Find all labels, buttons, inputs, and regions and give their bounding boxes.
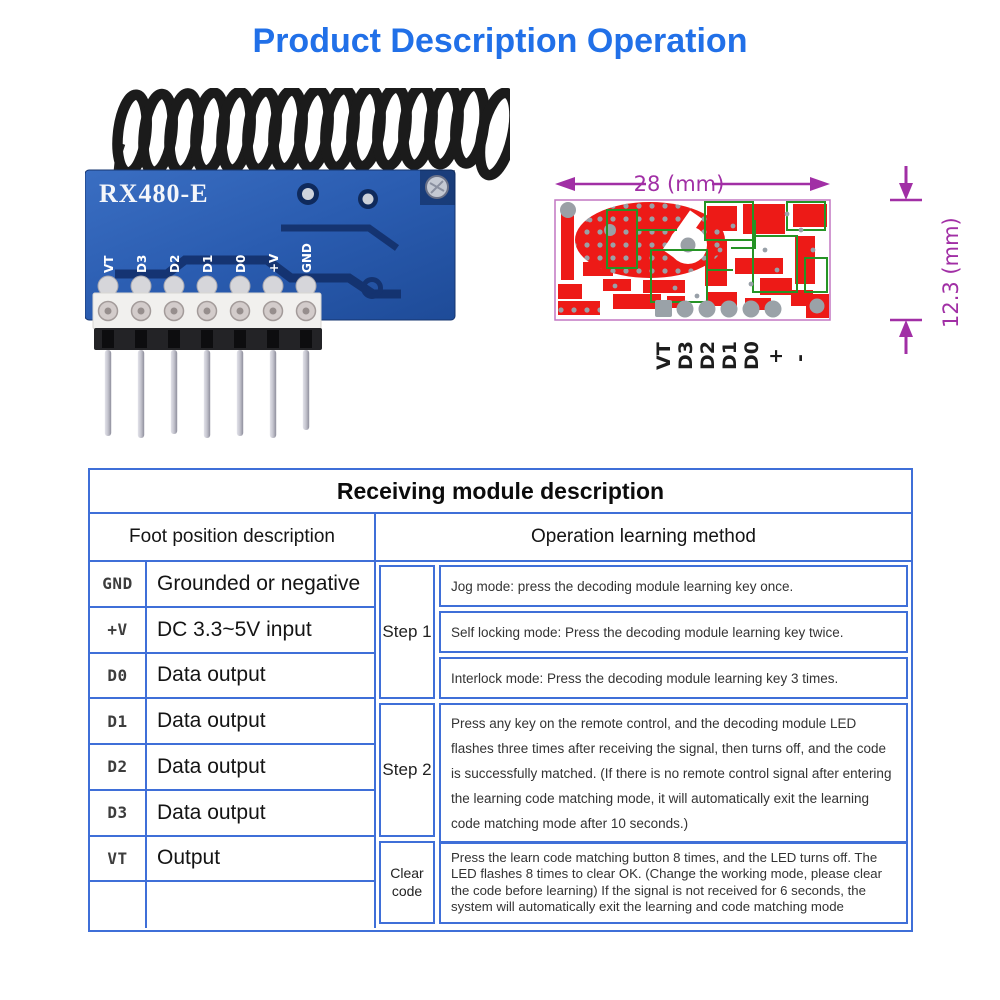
step1-label: Step 1 — [379, 565, 435, 699]
diagram-pads — [655, 298, 825, 318]
through-hole-pads — [97, 275, 317, 297]
pin-name-vt: VT — [90, 836, 147, 883]
module-photo: RX480-E VT D3 D2 D1 D0 +V GND — [85, 88, 510, 438]
step1-group: Step 1 Jog mode: press the decoding modu… — [379, 565, 908, 699]
pin-name-v: +V — [90, 607, 147, 654]
step1-jog-mode: Jog mode: press the decoding module lear… — [439, 565, 908, 607]
width-dimension-label: 28 (mm) — [634, 172, 725, 196]
pin-name-gnd: GND — [90, 562, 147, 608]
photo-pin-label-1: D3 — [135, 255, 149, 273]
pcb-layout-art — [558, 201, 829, 318]
photo-pin-label-3: D1 — [201, 255, 215, 273]
pin-desc-empty — [147, 882, 374, 928]
photo-pin-label-5: +V — [267, 253, 281, 273]
diagram-pin-label-6: - — [789, 354, 811, 362]
clear-code-group: Clear code Press the learn code matching… — [379, 841, 908, 924]
table-title: Receiving module description — [90, 470, 911, 514]
operation-steps: Step 1 Jog mode: press the decoding modu… — [376, 562, 911, 928]
coil-antenna — [112, 88, 510, 197]
pin-desc-d1: Data output — [147, 699, 374, 745]
pin-desc-gnd: Grounded or negative — [147, 562, 374, 608]
mounting-holes — [297, 170, 455, 209]
pin-desc-v: DC 3.3~5V input — [147, 608, 374, 654]
col-header-foot-position: Foot position description — [90, 514, 376, 560]
header-pins — [104, 350, 310, 438]
receiving-module-table: Receiving module description Foot positi… — [88, 468, 913, 932]
width-dimension: 28 (mm) — [555, 172, 830, 196]
photo-pin-label-2: D2 — [168, 255, 182, 273]
clear-code-label: Clear code — [379, 841, 435, 924]
pcb-dimension-diagram: 28 (mm) — [554, 166, 963, 370]
solder-joints — [97, 300, 317, 322]
pin-table: GND Grounded or negative +V DC 3.3~5V in… — [90, 562, 376, 928]
step2-group: Step 2 Press any key on the remote contr… — [379, 703, 908, 844]
diagram-pin-label-4: D0 — [741, 341, 763, 370]
photo-pin-label-4: D0 — [234, 255, 248, 273]
height-dimension: 12.3 (mm) — [890, 166, 963, 354]
step2-label: Step 2 — [379, 703, 435, 837]
pin-name-d1: D1 — [90, 699, 147, 745]
pin-name-empty — [90, 882, 147, 928]
diagram-pin-label-0: VT — [653, 342, 675, 370]
height-dimension-label: 12.3 (mm) — [939, 217, 963, 328]
pin-name-d0: D0 — [90, 653, 147, 700]
table-column-headers: Foot position description Operation lear… — [90, 514, 911, 562]
pin-name-d2: D2 — [90, 745, 147, 791]
page-title: Product Description Operation — [252, 22, 748, 60]
pin-desc-d3: Data output — [147, 791, 374, 837]
step1-self-locking-mode: Self locking mode: Press the decoding mo… — [439, 611, 908, 653]
col-header-operation: Operation learning method — [531, 526, 756, 547]
step1-interlock-mode: Interlock mode: Press the decoding modul… — [439, 657, 908, 699]
pin-desc-d0: Data output — [147, 654, 374, 700]
pin-desc-d2: Data output — [147, 745, 374, 791]
diagram-pin-label-2: D2 — [697, 341, 719, 370]
clear-code-instructions: Press the learn code matching button 8 t… — [439, 841, 908, 924]
photo-pin-label-6: GND — [300, 243, 314, 273]
photo-pin-label-0: VT — [102, 255, 116, 273]
diagram-pin-label-3: D1 — [719, 341, 741, 370]
pin-desc-vt: Output — [147, 837, 374, 883]
diagram-pin-label-5: + — [765, 348, 787, 364]
step2-instructions: Press any key on the remote control, and… — [439, 703, 908, 844]
pin-name-d3: D3 — [90, 790, 147, 837]
board-model-label: RX480-E — [99, 179, 209, 208]
diagram-pin-label-1: D3 — [675, 341, 697, 370]
